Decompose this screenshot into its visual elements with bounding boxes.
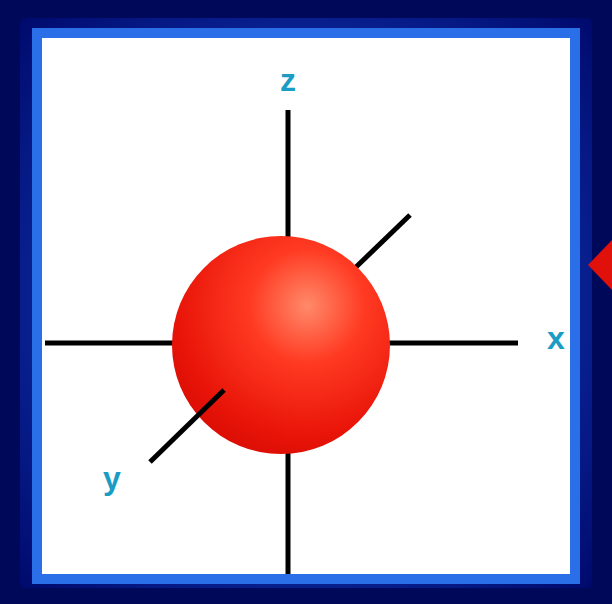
- z-axis-top: [286, 110, 291, 245]
- y-axis-back: [355, 215, 410, 268]
- axis-label: y: [103, 462, 121, 494]
- frame-glow: [20, 18, 592, 588]
- axes: [45, 110, 518, 574]
- pointer-triangle: [588, 240, 612, 290]
- white-panel: [42, 38, 570, 574]
- frame-border: [32, 28, 580, 584]
- x-axis-left: [45, 341, 175, 346]
- x-axis-right: [388, 341, 518, 346]
- z-axis-bottom: [286, 450, 291, 574]
- axis-label: x: [547, 322, 565, 354]
- y-axis-front: [150, 390, 224, 462]
- axis-label: z: [280, 64, 296, 96]
- s-orbital-sphere: [172, 236, 390, 454]
